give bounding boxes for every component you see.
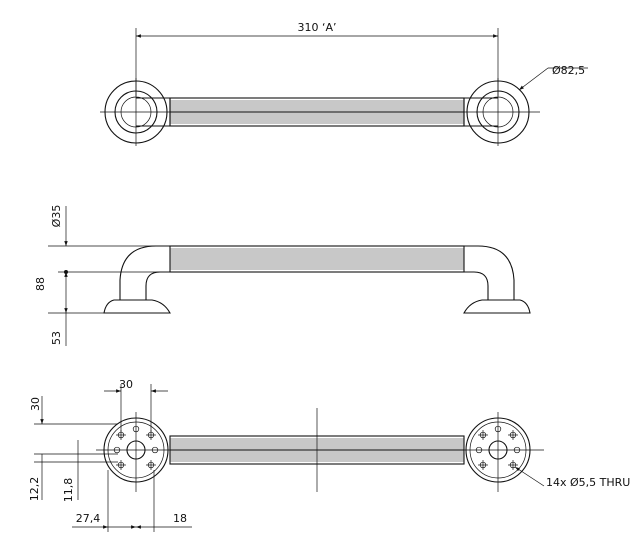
left-bend-outer — [119, 245, 170, 300]
flange-dia-label: Ø82,5 — [552, 64, 585, 77]
tube-dia-label: Ø35 — [50, 205, 63, 228]
offset-12-2-label: 12,2 — [28, 477, 41, 502]
bottom-grip-body — [169, 435, 465, 465]
top-grip-body — [169, 97, 465, 127]
left-bend-inner — [145, 271, 170, 300]
holes-note-leader — [514, 466, 545, 487]
holes-note-label: 14x Ø5,5 THRU — [546, 476, 630, 489]
bottom-grip-ribs — [170, 438, 464, 462]
side-grip-ribs — [170, 248, 464, 270]
bottom-view: 30 30 12,2 11,8 27,4 18 14x Ø5,5 THRU — [28, 378, 630, 532]
left-base-outer — [103, 417, 169, 483]
offset-18-label: 18 — [173, 512, 187, 525]
offset-11-8-label: 11,8 — [62, 478, 75, 503]
center-dot — [64, 270, 68, 274]
left-base-inner — [107, 421, 165, 479]
offset-30-label: 30 — [29, 397, 42, 411]
left-base-center-hole — [126, 440, 146, 460]
right-bend-outer — [464, 245, 515, 300]
length-dimension-label: 310 ‘A’ — [297, 21, 336, 34]
side-view: Ø35 88 53 — [34, 205, 531, 346]
right-base-center-hole — [488, 440, 508, 460]
right-base-outer — [465, 417, 531, 483]
top-grip-ribs — [170, 100, 464, 124]
flange-dia-leader — [518, 67, 549, 91]
offset-27-4-label: 27,4 — [76, 512, 101, 525]
left-side-flange — [103, 299, 171, 314]
right-side-flange — [463, 299, 531, 314]
top-view: 310 ‘A’ — [100, 21, 588, 146]
right-bend-inner — [464, 271, 489, 300]
right-base-inner — [469, 421, 527, 479]
flange-offset-label: 53 — [50, 331, 63, 345]
projection-label: 88 — [34, 277, 47, 291]
right-base-hole-marks — [478, 430, 518, 470]
spacing-30-label: 30 — [119, 378, 133, 391]
